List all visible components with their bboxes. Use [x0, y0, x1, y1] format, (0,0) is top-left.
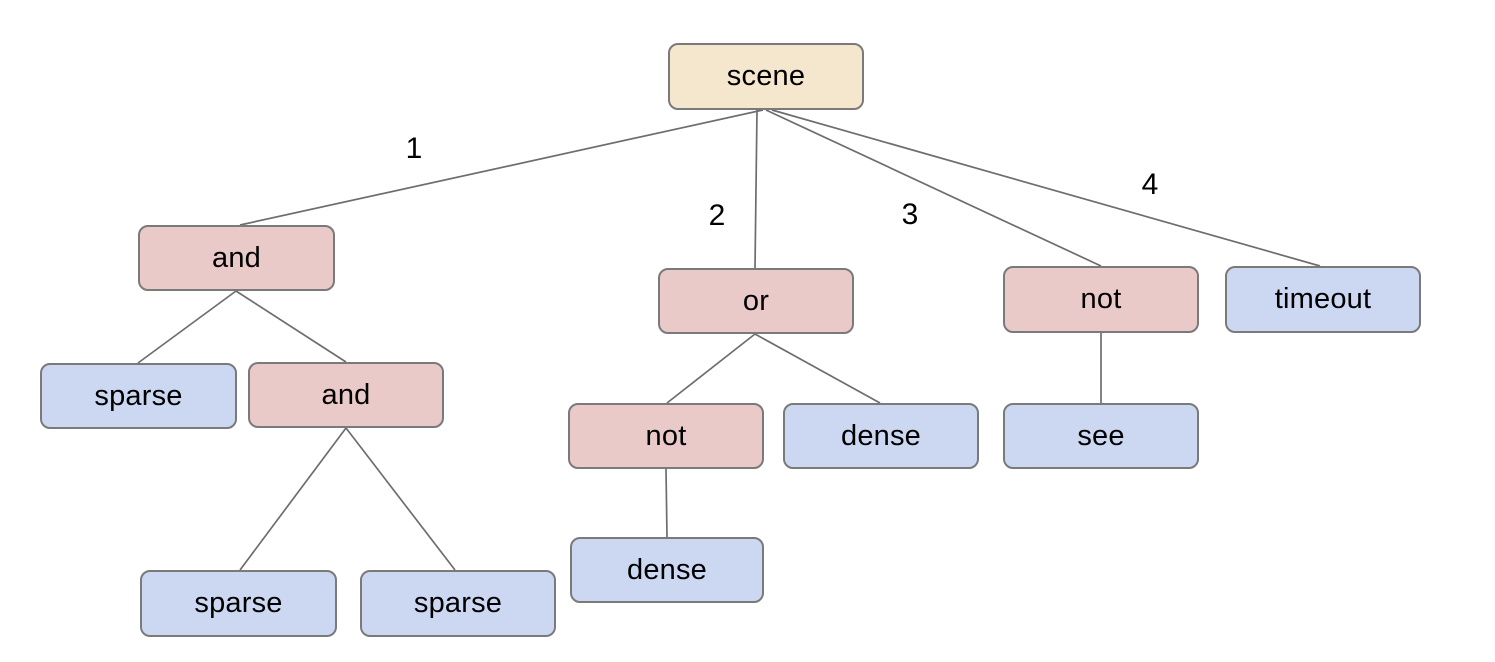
edge-and1-sparse1	[137, 290, 237, 364]
edge-and2-sparse2	[239, 427, 347, 571]
node-label-dense1: dense	[840, 419, 921, 452]
node-label-sparse2: sparse	[194, 587, 283, 619]
node-label-scene: scene	[726, 60, 806, 92]
edge-label-3: 3	[902, 198, 919, 231]
node-and1: and	[138, 225, 335, 291]
node-label-sparse1: sparse	[94, 379, 183, 412]
node-label-and1: and	[212, 241, 261, 274]
node-label-and2: and	[321, 378, 371, 411]
edge-label-4: 4	[1142, 168, 1159, 201]
node-dense2: dense	[570, 537, 764, 603]
edge-and2-sparse3	[345, 427, 456, 571]
edge-scene-and1	[239, 109, 764, 226]
node-sparse3: sparse	[360, 570, 556, 637]
node-timeout: timeout	[1225, 266, 1421, 333]
edge-or1-dense1	[754, 333, 881, 404]
edge-label-2: 2	[709, 199, 726, 232]
node-dense1: dense	[783, 403, 979, 469]
edge-scene-timeout	[771, 109, 1321, 267]
node-label-sparse3: sparse	[413, 587, 503, 619]
node-not2: not	[568, 403, 764, 469]
node-and2: and	[248, 362, 444, 428]
node-label-dense2: dense	[626, 553, 707, 586]
node-label-timeout: timeout	[1274, 283, 1372, 315]
node-see: see	[1003, 403, 1199, 469]
node-label-not1: not	[1080, 283, 1122, 315]
edge-label-1: 1	[406, 132, 423, 165]
node-scene: scene	[668, 43, 864, 110]
edge-not2-dense2	[665, 468, 668, 538]
edge-scene-or1	[754, 109, 758, 269]
node-sparse1: sparse	[40, 363, 237, 429]
node-label-not2: not	[645, 419, 687, 452]
node-label-or1: or	[742, 284, 770, 317]
node-or1: or	[658, 268, 854, 334]
edge-and1-and2	[235, 290, 347, 363]
node-label-see: see	[1077, 419, 1125, 452]
node-sparse2: sparse	[140, 570, 337, 637]
edge-scene-not1	[765, 109, 1102, 267]
node-not1: not	[1003, 266, 1199, 333]
edge-or1-not2	[666, 333, 756, 404]
